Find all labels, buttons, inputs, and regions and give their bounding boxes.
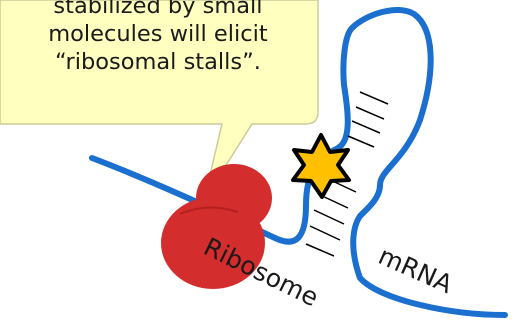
callout-line-3: “ribosomal stalls”. bbox=[55, 49, 261, 75]
ribosome bbox=[161, 164, 272, 289]
callout-line-1: stabilized by small bbox=[53, 0, 263, 19]
star-icon bbox=[291, 133, 351, 199]
base-pair-lines bbox=[305, 91, 389, 257]
mrna-strand bbox=[89, 7, 508, 318]
callout-text: stabilized by small molecules will elici… bbox=[8, 0, 308, 76]
callout-line-2: molecules will elicit bbox=[48, 21, 268, 47]
